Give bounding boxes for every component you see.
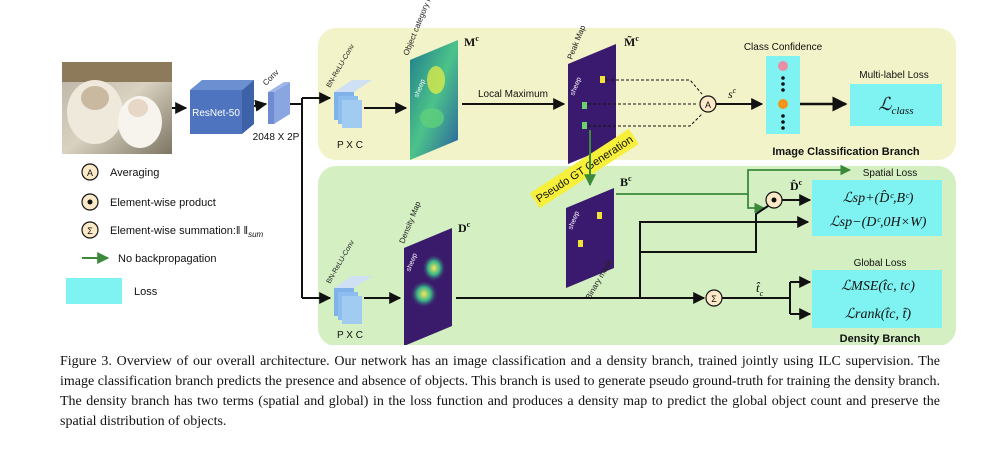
- global-loss-box: [812, 270, 942, 328]
- l-sp-plus: ℒsp+(D̂ᶜ,Bᶜ): [843, 190, 914, 206]
- figure-caption: Figure 3. Overview of our overall archit…: [60, 354, 940, 429]
- legend-summation-icon: [81, 221, 99, 239]
- l-sp-minus: ℒsp−(Dᶜ,0H×W): [830, 215, 927, 230]
- spatial-loss-box: [812, 180, 942, 236]
- legend: A Averaging Element-wise product Σ Eleme…: [66, 163, 264, 304]
- svg-text:A: A: [87, 168, 93, 178]
- class-confidence-column: [766, 56, 800, 134]
- global-loss-label: Global Loss: [854, 258, 907, 269]
- legend-averaging-icon: [81, 163, 99, 181]
- legend-loss: Loss: [134, 286, 158, 298]
- symbol-t-hat: t̂c: [756, 280, 764, 298]
- input-sheep-image: [62, 62, 172, 154]
- density-branch-title: Density Branch: [840, 333, 921, 345]
- multi-label-loss-label: Multi-label Loss: [859, 70, 928, 81]
- svg-text:Σ: Σ: [711, 294, 717, 304]
- symbol-D: Dc: [458, 220, 471, 235]
- resnet-50-block: ResNet-50: [190, 80, 254, 134]
- svg-text:A: A: [705, 100, 711, 110]
- resnet-label: ResNet-50: [192, 108, 240, 119]
- legend-summation: Element-wise summation:‖ ‖sum: [110, 225, 264, 239]
- pxc-top: P X C: [337, 140, 363, 151]
- legend-product: Element-wise product: [110, 197, 216, 209]
- l-mse: ℒMSE(t̂c, tc): [841, 279, 915, 294]
- symbol-D-hat: D̂c: [790, 178, 803, 193]
- classification-branch-title: Image Classification Branch: [772, 146, 920, 158]
- conv-label: Conv: [261, 68, 281, 88]
- symbol-M-tilde: M̃c: [624, 34, 639, 49]
- l-class: ℒclass: [879, 94, 914, 117]
- l-rank: ℒrank(t̂c, t̃): [845, 307, 911, 322]
- legend-loss-swatch: [66, 278, 122, 304]
- dims-label: 2048 X 2P: [253, 132, 300, 143]
- local-maximum-label: Local Maximum: [478, 89, 548, 100]
- symbol-B: Bc: [620, 174, 632, 189]
- symbol-M: Mc: [464, 34, 479, 49]
- pxc-bottom: P X C: [337, 330, 363, 341]
- spatial-loss-label: Spatial Loss: [863, 168, 917, 179]
- architecture-figure: ResNet-50 Conv 2048 X 2P BN-ReLU-Conv P …: [62, 0, 956, 345]
- class-loss-box: [850, 84, 942, 126]
- class-confidence-label: Class Confidence: [744, 42, 823, 53]
- legend-no-backprop: No backpropagation: [118, 253, 216, 265]
- svg-text:Σ: Σ: [87, 226, 93, 236]
- density-branch-bg: [318, 166, 956, 345]
- symbol-s: sc: [728, 86, 737, 101]
- legend-averaging: Averaging: [110, 167, 159, 179]
